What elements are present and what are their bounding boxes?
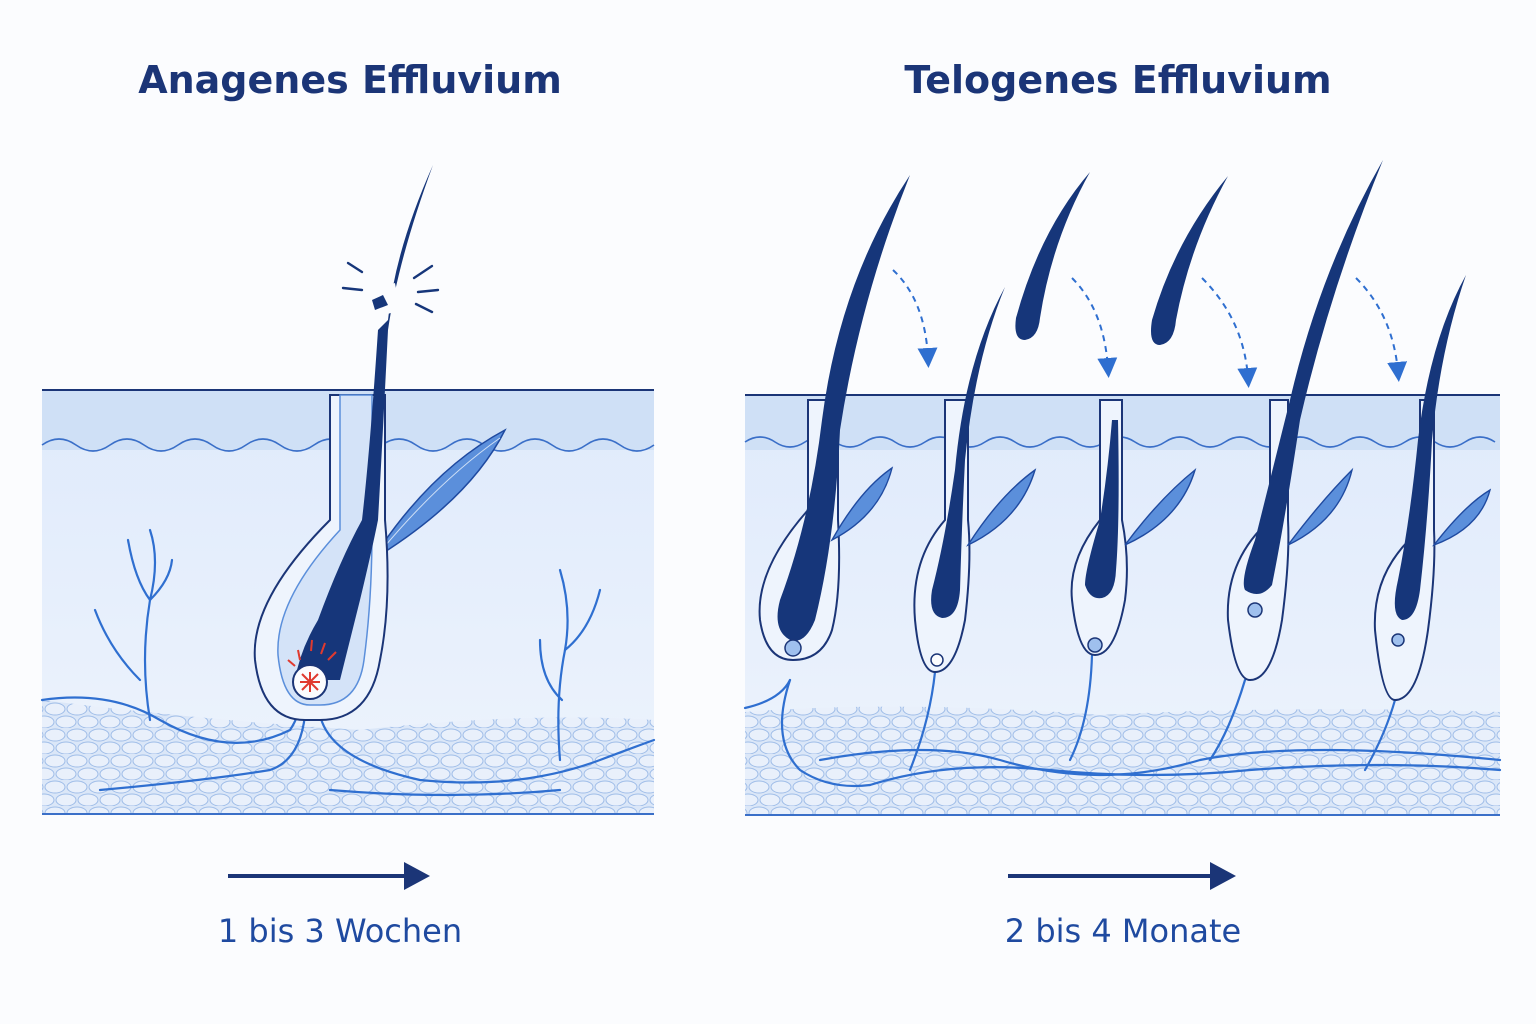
anagen-arrector-muscle <box>371 428 507 561</box>
anagen-hair-shaft <box>295 165 433 680</box>
hair-break-lines <box>341 261 440 314</box>
telogen-duration-label: 2 bis 4 Monate <box>1004 912 1242 950</box>
telogen-title: Telogenes Effluvium <box>904 58 1332 102</box>
telogen-arrector-muscles <box>830 466 1492 547</box>
telogen-timeline-arrow <box>1008 862 1236 890</box>
telogen-blood-vessels <box>743 653 1502 788</box>
anagen-blood-vessels <box>40 528 656 797</box>
anagen-timeline-arrow <box>228 862 430 890</box>
telogen-hair-shafts <box>777 160 1466 641</box>
telogen-panel: Telogenes Effluvium 2 bis 4 Monate <box>700 0 1536 1024</box>
telogen-papillae <box>784 602 1405 667</box>
anagen-duration-label: 1 bis 3 Wochen <box>217 912 463 950</box>
anagen-title: Anagenes Effluvium <box>138 58 562 102</box>
anagen-panel: Anagenes Effluvium 1 bis 3 Wochen <box>0 0 700 1024</box>
shedding-arrows <box>892 269 1408 388</box>
damaged-papilla <box>287 639 337 700</box>
